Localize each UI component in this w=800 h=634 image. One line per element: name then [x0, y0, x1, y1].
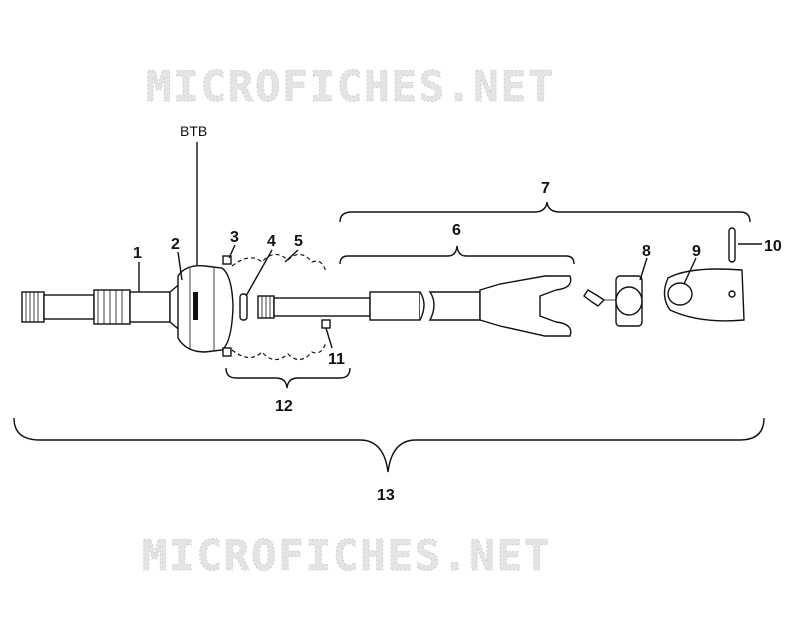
leader-5 [284, 249, 299, 263]
leader-11 [325, 327, 333, 349]
btb-label: BTB [180, 123, 207, 139]
part-10-pin [728, 227, 736, 263]
watermark-bottom: MICROFICHES.NET [142, 531, 551, 580]
part-6-yoke-shaft [257, 275, 572, 337]
callout-11: 11 [328, 351, 345, 368]
part-1-stub-shaft [21, 280, 183, 334]
callout-8: 8 [642, 243, 651, 260]
bracket-6 [339, 245, 575, 265]
callout-9: 9 [692, 243, 701, 260]
callout-6: 6 [452, 222, 461, 239]
leader-9 [683, 257, 697, 285]
leader-8 [639, 257, 648, 281]
callout-3: 3 [230, 229, 239, 246]
leader-4 [245, 249, 273, 297]
part-8-u-joint [583, 275, 643, 327]
callout-10: 10 [764, 238, 782, 255]
part-5-boot [231, 253, 327, 361]
part-4-snap-ring [239, 293, 248, 321]
callout-7: 7 [541, 180, 550, 197]
watermark-top: MICROFICHES.NET [146, 62, 555, 111]
part-9-yoke [663, 268, 745, 322]
callout-2: 2 [171, 236, 180, 253]
callout-12: 12 [275, 398, 293, 415]
bracket-7 [339, 201, 751, 223]
part-3-clamp [222, 255, 232, 357]
callout-4: 4 [267, 233, 276, 250]
bracket-13 [13, 417, 765, 473]
bracket-12 [225, 367, 351, 389]
callout-13: 13 [377, 487, 395, 504]
leader-3 [228, 244, 236, 259]
part-2-cv-housing [177, 265, 234, 353]
callout-1: 1 [133, 245, 142, 262]
leader-2 [177, 251, 183, 281]
part-11-clamp [321, 319, 331, 329]
callout-5: 5 [294, 233, 303, 250]
